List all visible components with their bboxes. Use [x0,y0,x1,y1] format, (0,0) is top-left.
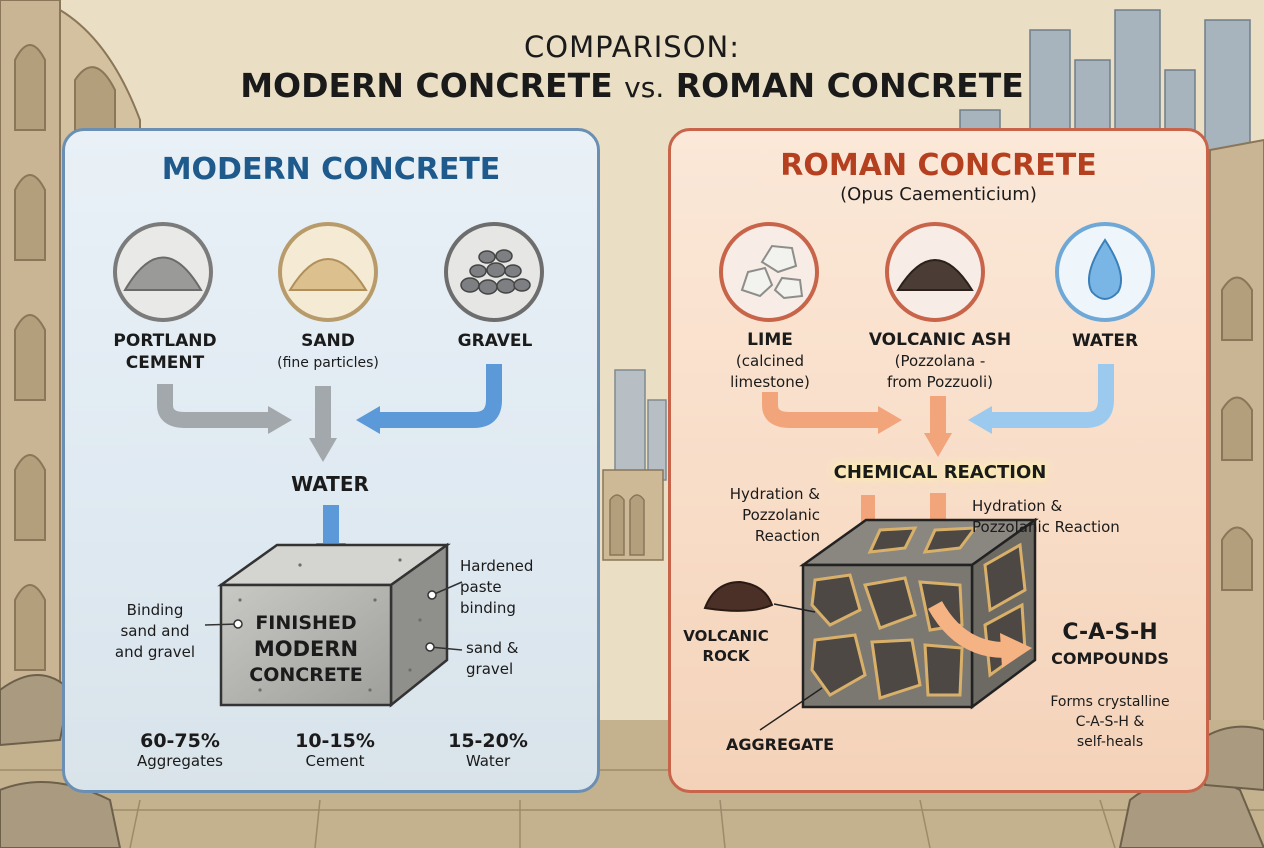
ingredient-portland-cement: PORTLAND CEMENT [113,331,217,373]
ingredient-water: WATER [1071,331,1139,351]
roman-subheading: (Opus Caementicium) [840,184,1037,205]
roman-heading: ROMAN CONCRETE [780,148,1097,183]
callout-sand-gravel: sand & gravel [466,639,519,678]
middle-towers [614,369,667,481]
reaction-note-left: Hydration & Pozzolanic Reaction [729,485,820,545]
aggregate-label: AGGREGATE [725,735,834,754]
chemical-reaction-label: CHEMICAL REACTION [833,462,1047,483]
callout-hardened-paste: Hardened paste binding [460,557,534,617]
ingredient-lime: LIME (calcined limestone) [730,330,810,391]
callout-binding: Binding sand and and gravel [114,601,196,661]
title-modern: MODERN CONCRETE [240,66,613,105]
title-vs: vs. [624,71,665,104]
title-line1: COMPARISON: [524,30,740,64]
cash-compounds-label: C-A-S-H COMPOUNDS [1051,620,1169,668]
ingredient-volcanic-ash: VOLCANIC ASH (Pozzolana - from Pozzuoli) [868,330,1012,391]
colosseum-right [1209,138,1264,848]
cash-note: Forms crystalline C-A-S-H & self-heals [1050,694,1170,750]
title-roman: ROMAN CONCRETE [675,66,1024,105]
ingredient-sand: SAND (fine particles) [277,331,379,371]
modern-concrete-panel [62,128,600,793]
city-skyline [959,9,1251,151]
modern-block-label: FINISHED MODERN CONCRETE [249,612,363,686]
stat-aggregates: 60-75% Aggregates [136,730,223,770]
volcanic-rock-label: VOLCANIC ROCK [683,627,769,665]
title-line2: MODERN CONCRETE vs. ROMAN CONCRETE [0,66,1264,105]
stat-water: 15-20% Water [448,730,528,770]
ingredient-gravel: GRAVEL [457,331,533,351]
modern-heading: MODERN CONCRETE [161,152,501,187]
reaction-note-right: Hydration & Pozzolanic Reaction [972,497,1120,536]
aqueduct [602,469,664,561]
stat-cement: 10-15% Cement [295,730,375,770]
modern-water-label: WATER [291,472,369,496]
